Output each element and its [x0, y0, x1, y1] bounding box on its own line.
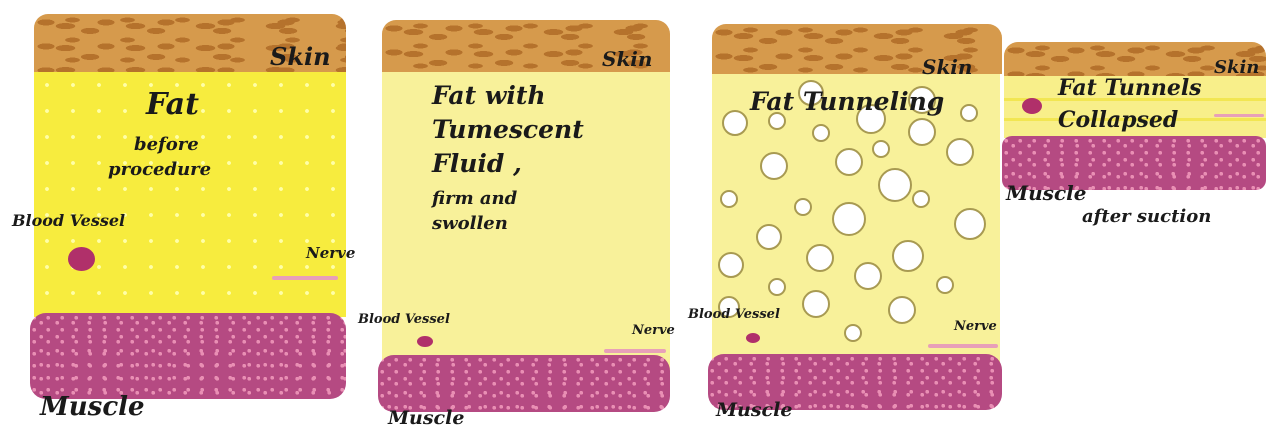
- muscle-layer: [378, 355, 670, 412]
- tunnel-bubble: [802, 290, 830, 318]
- fat-label: Tumescent: [432, 116, 584, 144]
- tunnel-bubble: [888, 296, 916, 324]
- tunnel-bubble: [812, 124, 830, 142]
- tunnel-bubble: [722, 110, 748, 136]
- tunnel-bubble: [768, 278, 786, 296]
- tunnel-bubble: [806, 244, 834, 272]
- blood-vessel-label: Blood Vessel: [358, 313, 450, 327]
- fat-label: Collapsed: [1058, 108, 1178, 132]
- blood-vessel-label: Blood Vessel: [12, 212, 125, 230]
- tunnel-bubble: [720, 190, 738, 208]
- blood-vessel: [68, 247, 95, 271]
- tunnel-bubble: [908, 118, 936, 146]
- muscle-label: Muscle: [388, 408, 464, 429]
- tunnel-bubble: [892, 240, 924, 272]
- muscle-label: Muscle: [716, 400, 792, 421]
- tunnel-bubble: [760, 152, 788, 180]
- fat-sublabel: before: [134, 135, 199, 155]
- muscle-layer: [30, 313, 346, 399]
- nerve: [272, 276, 338, 280]
- nerve-label: Nerve: [954, 320, 997, 334]
- nerve-label: Nerve: [632, 324, 675, 338]
- nerve: [1214, 114, 1264, 117]
- tunnel-bubble: [718, 252, 744, 278]
- fat-label: Fat Tunnels: [1058, 76, 1202, 100]
- tunnel-bubble: [878, 168, 912, 202]
- blood-vessel: [746, 333, 760, 343]
- tunnel-bubble: [936, 276, 954, 294]
- fat-sublabel: procedure: [108, 160, 211, 180]
- tunnel-bubble: [832, 202, 866, 236]
- nerve: [604, 349, 666, 353]
- fat-label: Fat Tunneling: [750, 88, 944, 116]
- blood-vessel-label: Blood Vessel: [688, 308, 780, 322]
- tunnel-bubble: [954, 208, 986, 240]
- tunnel-bubble: [946, 138, 974, 166]
- fat-label: Fluid ,: [432, 150, 522, 178]
- tunnel-bubble: [794, 198, 812, 216]
- blood-vessel: [1022, 98, 1042, 114]
- tunnel-bubble: [872, 140, 890, 158]
- fat-label: Fat with: [432, 82, 546, 110]
- skin-label: Skin: [602, 48, 652, 70]
- tunnel-bubble: [835, 148, 863, 176]
- tunnel-bubble: [844, 324, 862, 342]
- tunnel-bubble: [960, 104, 978, 122]
- blood-vessel: [417, 336, 433, 347]
- fat-label: Fat: [146, 88, 199, 121]
- tunnel-bubble: [912, 190, 930, 208]
- skin-label: Skin: [270, 44, 331, 70]
- muscle-label: Muscle: [40, 393, 145, 422]
- skin-label: Skin: [922, 56, 972, 78]
- nerve: [928, 344, 998, 348]
- tunnel-bubble: [756, 224, 782, 250]
- tunnel-bubble: [854, 262, 882, 290]
- fat-sublabel: swollen: [432, 214, 508, 234]
- nerve-label: Nerve: [306, 245, 355, 262]
- muscle-sublabel: after suction: [1082, 207, 1211, 227]
- skin-label: Skin: [1214, 58, 1259, 78]
- fat-sublabel: firm and: [432, 189, 517, 209]
- muscle-label: Muscle: [1006, 182, 1086, 204]
